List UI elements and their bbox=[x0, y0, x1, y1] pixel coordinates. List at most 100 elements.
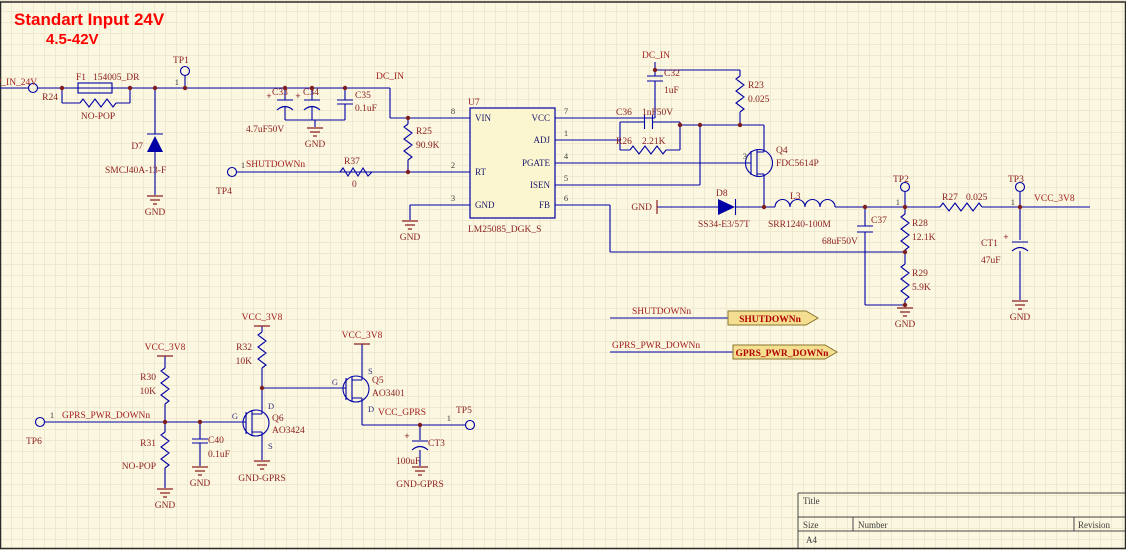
u7-pin-rt: RT bbox=[475, 167, 486, 177]
r27-value: 0.025 bbox=[966, 193, 988, 203]
net-label-vcc3v8-q5: VCC_3V8 bbox=[342, 331, 383, 341]
junction-dot bbox=[162, 419, 168, 425]
c33-ref: C33 bbox=[272, 88, 288, 98]
r32-value: 10K bbox=[236, 357, 253, 367]
net-label-gprs-port: GPRS_PWR_DOWNn bbox=[612, 341, 700, 351]
ic-u7-body[interactable] bbox=[469, 107, 556, 219]
ct3-value: 100uF bbox=[396, 457, 420, 467]
page-title: Standart Input 24V bbox=[14, 10, 165, 29]
u7-value: LM25085_DGK_S bbox=[468, 225, 541, 235]
input-connector[interactable] bbox=[27, 82, 39, 94]
q5-drain-label: D bbox=[368, 404, 374, 414]
tp2-pin-number: 1 bbox=[896, 197, 900, 207]
r26-ref: R26 bbox=[616, 137, 632, 147]
gnd-label-r31: GND bbox=[155, 501, 176, 511]
tp5-pin-number: 1 bbox=[447, 413, 451, 423]
titleblock-size-label: Size bbox=[803, 520, 819, 530]
mosfet-q6-body[interactable] bbox=[242, 409, 270, 437]
f1-value: 154005_DR bbox=[93, 73, 140, 83]
titleblock-size-value: A4 bbox=[806, 535, 817, 545]
tp3-label: TP3 bbox=[1008, 175, 1024, 185]
junction-dot bbox=[902, 249, 908, 255]
junction-dot bbox=[152, 85, 158, 91]
port-shutdown-label: SHUTDOWNn bbox=[739, 315, 801, 325]
q6-gate-label: G bbox=[232, 411, 238, 421]
testpoint-tp4[interactable] bbox=[226, 166, 238, 178]
r25-value: 90.9K bbox=[416, 141, 440, 151]
r29-value: 5.9K bbox=[912, 283, 931, 293]
junction-dots bbox=[59, 67, 1023, 428]
junction-dot bbox=[309, 85, 315, 91]
junction-dot bbox=[342, 85, 348, 91]
u7-pin-fb-number: 6 bbox=[564, 193, 568, 203]
u7-pin-gnd-number: 3 bbox=[451, 193, 455, 203]
fuse-body[interactable] bbox=[77, 82, 113, 94]
c34-ref: C34 bbox=[303, 88, 319, 98]
junction-dot bbox=[182, 85, 188, 91]
testpoint-tp2[interactable] bbox=[899, 181, 911, 193]
titleblock-number-label: Number bbox=[858, 520, 888, 530]
testpoint-tp6[interactable] bbox=[34, 416, 46, 428]
q6-source-label: S bbox=[268, 441, 273, 451]
junction-dot bbox=[902, 204, 908, 210]
tp5-label: TP5 bbox=[456, 406, 472, 416]
c37-ref: C37 bbox=[871, 216, 887, 226]
testpoint-tp5[interactable] bbox=[464, 419, 476, 431]
l3-ref: L3 bbox=[790, 192, 801, 202]
testpoint-tp3[interactable] bbox=[1014, 181, 1026, 193]
tvs-diode-triangle[interactable] bbox=[147, 136, 163, 152]
c33-plus: + bbox=[266, 92, 271, 102]
schottky-diode-triangle[interactable] bbox=[718, 199, 735, 215]
gnd-power-port-label: GND bbox=[631, 203, 652, 213]
u7-pin-isen: ISEN bbox=[530, 180, 551, 190]
u7-pin-vcc-number: 7 bbox=[564, 106, 568, 116]
r23-value: 0.025 bbox=[748, 95, 770, 105]
gnd-label-ct1: GND bbox=[1010, 313, 1031, 323]
net-label-shutdown-port: SHUTDOWNn bbox=[632, 307, 691, 317]
q4-value: FDC5614P bbox=[776, 159, 819, 169]
u7-pin-gnd: GND bbox=[475, 200, 495, 210]
gnd-label-d7: GND bbox=[145, 208, 166, 218]
ct1-value: 47uF bbox=[981, 256, 1001, 266]
c40-ref: C40 bbox=[208, 436, 224, 446]
l3-value: SRR1240-100M bbox=[768, 220, 831, 230]
u7-pin-adj-number: 1 bbox=[564, 128, 568, 138]
r31-value: NO-POP bbox=[122, 462, 156, 472]
r32-ref: R32 bbox=[236, 343, 252, 353]
r24-value: NO-POP bbox=[81, 112, 115, 122]
mosfet-q5-body[interactable] bbox=[342, 375, 370, 403]
wires[interactable] bbox=[0, 62, 1090, 488]
component-symbols[interactable] bbox=[79, 75, 1029, 469]
r28-ref: R28 bbox=[912, 219, 928, 229]
junction-dot bbox=[59, 85, 65, 91]
c40-value: 0.1uF bbox=[208, 450, 230, 460]
tp6-label: TP6 bbox=[26, 437, 42, 447]
r37-ref: R37 bbox=[344, 157, 360, 167]
junction-dot bbox=[862, 204, 868, 210]
c35-ref: C35 bbox=[355, 91, 371, 101]
titleblock-title-label: Title bbox=[803, 496, 820, 506]
f1-ref: F1 bbox=[76, 73, 86, 83]
mosfet-q4-body[interactable] bbox=[744, 148, 774, 178]
tp6-pin-number: 1 bbox=[50, 410, 54, 420]
c34-plus: + bbox=[295, 92, 300, 102]
junction-dot bbox=[677, 122, 683, 128]
junction-dot bbox=[197, 419, 203, 425]
power-symbols[interactable] bbox=[147, 127, 1028, 498]
u7-pin-vin-number: 8 bbox=[451, 106, 455, 116]
port-gprs-pwr-down[interactable] bbox=[732, 344, 838, 360]
c36-value: 1nF50V bbox=[642, 108, 673, 118]
gnd-label-caps: GND bbox=[305, 140, 326, 150]
c32-ref: C32 bbox=[664, 69, 680, 79]
u7-pin-adj: ADJ bbox=[533, 135, 550, 145]
port-shutdown[interactable] bbox=[727, 310, 819, 326]
junction-dot bbox=[405, 115, 411, 121]
junction-dot bbox=[652, 67, 658, 73]
junction-dot bbox=[1017, 204, 1023, 210]
q5-ref: Q5 bbox=[372, 376, 384, 386]
testpoint-tp1[interactable] bbox=[179, 65, 191, 77]
gnd-label-c40: GND bbox=[190, 479, 211, 489]
junction-dot bbox=[902, 302, 908, 308]
